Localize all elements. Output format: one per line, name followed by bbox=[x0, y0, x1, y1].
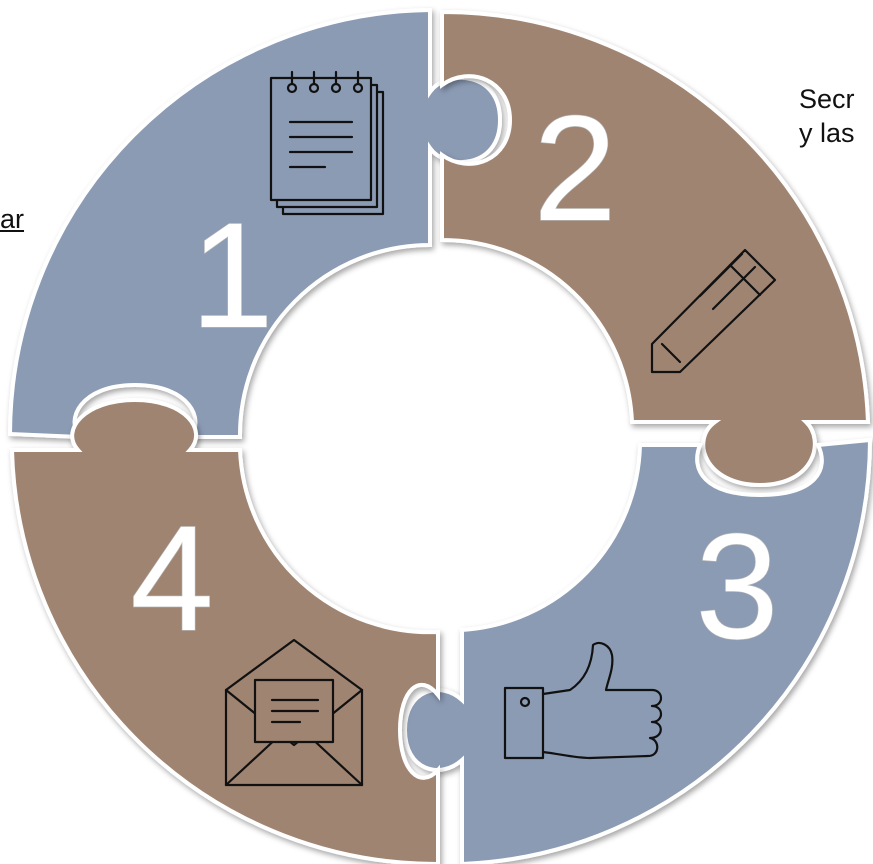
step-number-3: 3 bbox=[695, 502, 778, 670]
right-text-line-2: y las bbox=[799, 118, 855, 148]
puzzle-piece-2-shape bbox=[440, 9, 871, 488]
puzzle-piece-3-shape bbox=[402, 437, 873, 864]
left-text-fragment: ar bbox=[0, 204, 25, 234]
step-number-4: 4 bbox=[130, 494, 213, 662]
pencil-icon bbox=[650, 248, 777, 374]
thumbs-up-icon bbox=[503, 641, 663, 760]
envelope-icon bbox=[224, 638, 364, 787]
notepad-icon bbox=[269, 70, 385, 216]
puzzle-piece-2 bbox=[440, 9, 871, 488]
right-text-fragment: Secr y las bbox=[799, 82, 855, 150]
step-number-2: 2 bbox=[533, 84, 616, 252]
right-text-line-1: Secr bbox=[799, 84, 855, 114]
puzzle-piece-4 bbox=[9, 397, 440, 864]
step-number-1: 1 bbox=[190, 191, 273, 359]
puzzle-piece-3 bbox=[402, 437, 873, 864]
puzzle-piece-4-shape bbox=[9, 397, 440, 864]
